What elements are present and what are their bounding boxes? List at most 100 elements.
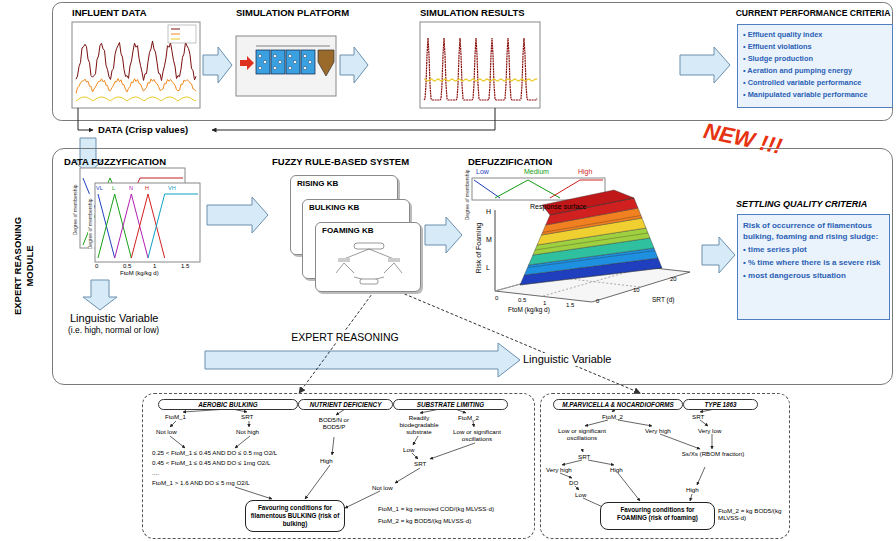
label: EXPERT REASONING xyxy=(285,331,405,343)
label: Not low xyxy=(372,484,407,491)
illustration-path xyxy=(712,434,713,449)
label: N xyxy=(129,185,139,191)
label: High xyxy=(320,457,345,464)
label: FtoM_1 > 1.6 AND DO ≤ 5 mg O2/L xyxy=(152,479,352,486)
illustration-circle xyxy=(263,60,266,63)
text: • most dangerous situation xyxy=(743,270,884,281)
text: • time series plot xyxy=(743,244,884,255)
illustration-rect xyxy=(301,50,315,74)
label: VH xyxy=(168,185,180,191)
label: 1.5 xyxy=(566,302,580,309)
text: • % time where there is a severe risk xyxy=(743,257,884,268)
illustration-g xyxy=(76,41,196,101)
illustration-polygon xyxy=(425,217,462,253)
kb-box: FOAMING KB xyxy=(315,222,421,292)
label: Medium xyxy=(524,168,560,176)
illustration-line xyxy=(171,34,180,35)
illustration-circle xyxy=(303,66,306,69)
tree-header: AEROBIC BULKING xyxy=(158,399,298,410)
label: High xyxy=(610,466,635,473)
text: FtoM_1 = kg removed COD/(kg MLVSS·d) xyxy=(378,505,528,512)
illustration-polyline xyxy=(76,97,196,101)
illustration-polygon xyxy=(240,56,254,70)
label: Linguistic Variable xyxy=(523,353,633,366)
label: VL xyxy=(96,185,106,191)
label: DATA FUZZYFICATION xyxy=(64,157,194,168)
illustration-path xyxy=(345,491,380,508)
illustration-polyline xyxy=(115,194,148,258)
illustration-rect xyxy=(271,50,285,74)
text: • Effluent violations xyxy=(743,41,887,53)
illustration-rect xyxy=(286,50,300,74)
label: 0.5 xyxy=(123,263,137,270)
label: 0.25 < FtoM_1 ≤ 0.45 AND DO ≤ 0.5 mg O2/… xyxy=(152,449,352,456)
illustration-line xyxy=(171,29,180,30)
label: Low xyxy=(403,446,423,453)
illustration-path xyxy=(473,421,474,427)
illustration-line xyxy=(256,46,330,47)
label: FtoM_2 xyxy=(602,413,632,420)
label: SRT xyxy=(414,460,434,467)
illustration-path xyxy=(412,453,418,459)
label: Low or significant oscillations xyxy=(446,428,508,442)
illustration-polyline xyxy=(424,79,537,81)
illustration-polyline xyxy=(131,194,164,258)
label: Response surface xyxy=(530,203,610,211)
label: FtoM (kg/kg d) xyxy=(120,270,190,277)
illustration-rect xyxy=(256,50,270,74)
illustration-g xyxy=(424,38,537,100)
label: FUZZY RULE-BASED SYSTEM xyxy=(272,157,432,168)
label: DATA (Crisp values) xyxy=(98,125,208,136)
text: RISING KB xyxy=(297,179,391,188)
illustration-polyline xyxy=(474,180,500,198)
illustration-path xyxy=(235,487,272,499)
illustration-rect xyxy=(72,22,200,108)
illustration-polygon xyxy=(318,50,334,76)
text: • Manipulated variable performance xyxy=(743,89,887,101)
illustration-rect xyxy=(168,25,196,43)
text: Favouring conditions for filamentous BUL… xyxy=(250,504,340,528)
illustration-line xyxy=(520,268,662,285)
label: Low xyxy=(476,168,506,176)
result-box: Favouring conditions for filamentous BUL… xyxy=(245,500,345,532)
label: SRT (d) xyxy=(652,296,692,303)
text: FtoM_2 = kg BOD5/(kg MLVSS·d) xyxy=(378,517,528,524)
illustration-circle xyxy=(303,54,306,57)
label: FtoM (kg/kg d) xyxy=(508,306,578,313)
illustration-line xyxy=(495,210,496,291)
tree-header: NUTRIENT DEFICIENCY xyxy=(298,399,393,410)
label: DO xyxy=(569,479,584,486)
label: H xyxy=(145,185,155,191)
illustration-line xyxy=(543,216,642,233)
label: 0 xyxy=(95,263,105,270)
illustration-line xyxy=(528,251,656,268)
label: Degree of membership xyxy=(73,180,79,240)
illustration-circle xyxy=(288,66,291,69)
illustration-path xyxy=(588,460,614,465)
text: AEROBIC BULKING xyxy=(159,400,297,409)
tree-header: TYPE 1863 xyxy=(683,399,758,410)
label: 10 xyxy=(633,287,645,294)
text: Favouring conditions for FOAMING (risk o… xyxy=(605,506,710,522)
illustration-path xyxy=(618,473,640,501)
illustration-g xyxy=(170,409,715,508)
illustration-polygon xyxy=(203,47,232,83)
illustration-polyline xyxy=(98,194,131,258)
label: FtoM_1 xyxy=(165,413,195,420)
illustration-path xyxy=(305,465,330,499)
illustration-rect xyxy=(338,258,350,262)
text: NUTRIENT DEFICIENCY xyxy=(299,400,392,409)
label: Low or significant oscillations xyxy=(554,427,610,441)
illustration-path xyxy=(332,437,334,455)
label: INFLUENT DATA xyxy=(72,8,202,19)
tree-header: M.PARVICELLA & NOCARDIOFORMS xyxy=(553,399,683,410)
label: FtoM_2 xyxy=(458,414,488,421)
illustration-line xyxy=(535,233,648,250)
text: • Aeration and pumping energy xyxy=(743,65,887,77)
label: Not low xyxy=(156,428,191,435)
illustration-polyline xyxy=(495,180,560,198)
label: SRT xyxy=(241,413,261,420)
illustration-path xyxy=(249,421,250,427)
illustration-polyline xyxy=(148,194,198,258)
